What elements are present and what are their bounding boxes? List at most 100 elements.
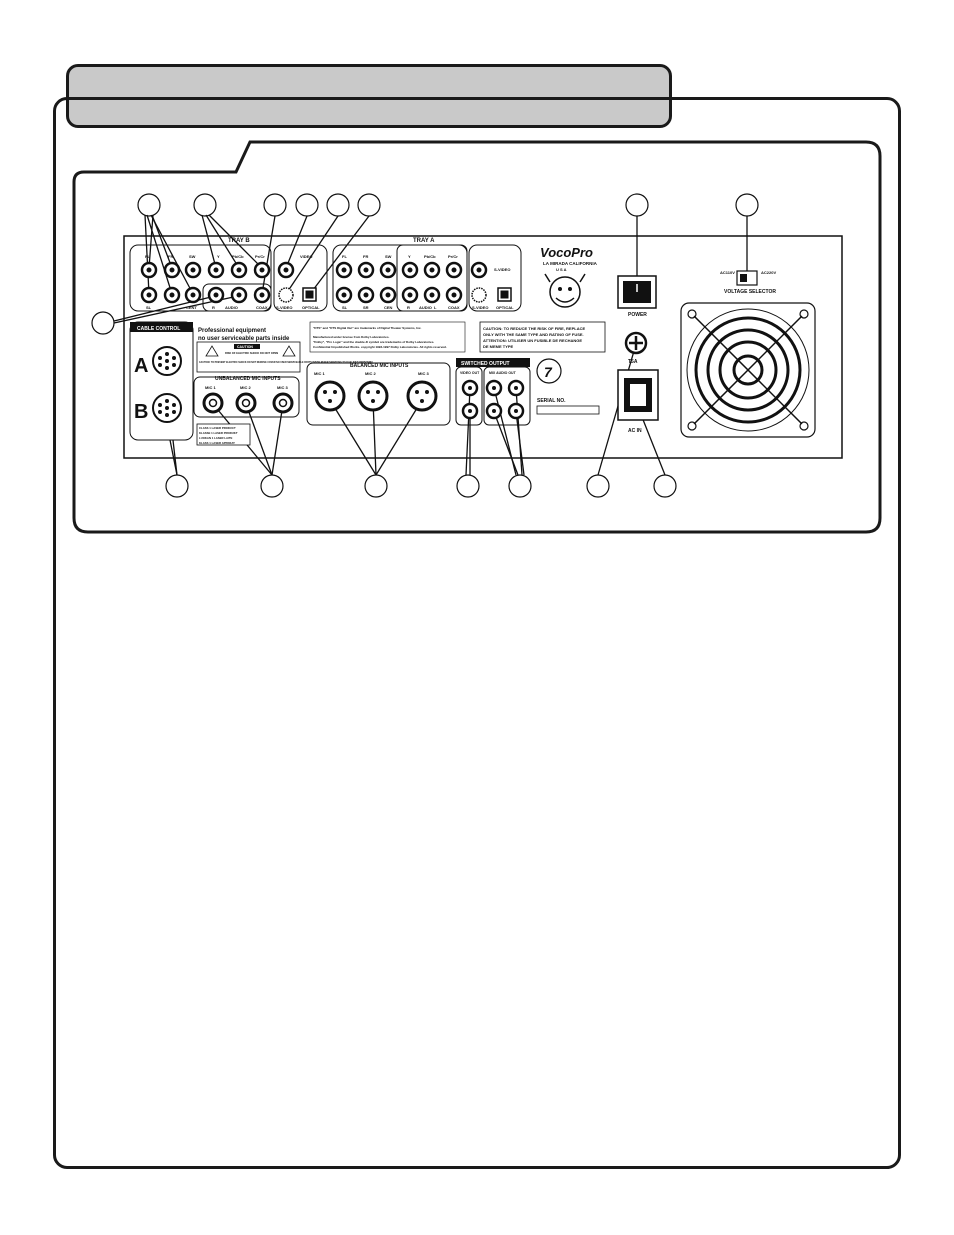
panel-label: SW <box>189 254 196 259</box>
rca-jack <box>230 261 248 279</box>
panel-label: OPTICAL <box>496 305 514 310</box>
fuse-caution-box: CAUTION: TO REDUCE THE RISK OF FIRE, REP… <box>479 321 606 353</box>
panel-label: LUOKAN 1 LASER LAITE <box>199 436 233 440</box>
voltage-selector: AC110V AC220V VOLTAGE SELECTOR <box>720 270 776 295</box>
panel-label: FL <box>145 254 150 259</box>
rca-jack <box>163 261 181 279</box>
panel-label: MIC 1 <box>205 385 216 390</box>
fuse-label: T5A <box>628 359 638 365</box>
callout-circle <box>357 193 381 217</box>
panel-label: S-VIDEO <box>494 267 510 272</box>
panel-label: CEN <box>384 305 393 310</box>
cable-control-block: CABLE CONTROL A B <box>129 321 194 441</box>
panel-label: Confidential Unpublished Works. copyrigh… <box>313 345 447 349</box>
panel-label: SERIAL NO. <box>537 398 566 404</box>
panel-label: SWITCHED OUTPUT <box>461 361 510 367</box>
rca-jack <box>401 286 419 304</box>
quarter-inch-jack <box>202 392 224 414</box>
din-port-b <box>152 393 182 423</box>
quarter-inch-jack <box>235 392 257 414</box>
panel-label: Y <box>408 254 411 259</box>
cable-control-label: CABLE CONTROL <box>137 326 180 332</box>
panel-label: AUDIO <box>225 305 238 310</box>
leader-lines <box>113 214 748 476</box>
callout-circle <box>508 474 532 498</box>
panel-label: CAUTION: TO REDUCE THE RISK OF FIRE, REP… <box>483 326 585 331</box>
panel-label: MIC 2 <box>240 385 251 390</box>
tray-a-label: TRAY A <box>413 238 435 244</box>
switched-output-block: SWITCHED OUTPUT VIDEO OUT MIX AUDIO OUT <box>455 358 531 426</box>
callout-circle <box>735 193 759 217</box>
panel-label: AC220V <box>761 270 776 275</box>
callout-circle <box>295 193 319 217</box>
svideo-optical-ports <box>278 287 512 303</box>
panel-label: no user serviceable parts inside <box>198 336 290 342</box>
xlr-jack <box>357 380 389 412</box>
panel-label: L <box>434 305 437 310</box>
rca-jack <box>485 379 503 397</box>
lightning-warning-icon <box>205 345 219 357</box>
panel-label: BALANCED MIC INPUTS <box>350 363 409 369</box>
panel-label: Y <box>217 254 220 259</box>
panel-label: Pr/Cr <box>255 254 265 259</box>
callout-circle <box>364 474 388 498</box>
rca-jack <box>357 261 375 279</box>
exclamation-warning-icon <box>282 345 296 357</box>
rca-jack <box>423 286 441 304</box>
panel-label: SL <box>342 305 348 310</box>
ac-inlet: AC IN <box>617 369 659 434</box>
panel-label: COAX <box>448 305 460 310</box>
callout-circle <box>625 193 649 217</box>
brand-logo: VocoPro LA MIRADA CALIFORNIA U S A <box>540 245 598 308</box>
panel-label: FR <box>168 254 173 259</box>
rca-jack <box>184 286 202 304</box>
rca-jack <box>445 261 463 279</box>
rca-jack <box>357 286 375 304</box>
rca-jack <box>379 286 397 304</box>
panel-label: SL <box>146 305 152 310</box>
panel-label: SW <box>385 254 392 259</box>
panel-label: "DTS" and "DTS Digital Out" are trademar… <box>313 326 422 330</box>
section-title-tab <box>66 64 672 128</box>
panel-label: LA MIRADA CALIFORNIA <box>543 261 598 266</box>
rca-jack <box>401 261 419 279</box>
panel-label: FR <box>363 254 368 259</box>
panel-label: KLASS 1 LASER APPARAT <box>199 441 235 445</box>
brand-name: VocoPro <box>540 245 593 260</box>
rca-jack <box>184 261 202 279</box>
dolby-dts-notice: "DTS" and "DTS Digital Out" are trademar… <box>309 321 466 353</box>
panel-label: CAUTION: TO PREVENT ELECTRIC SHOCK DO NO… <box>199 361 374 364</box>
xlr-jack <box>406 380 438 412</box>
callout-circle <box>260 474 284 498</box>
rca-jack <box>253 286 271 304</box>
rca-jack <box>461 379 479 397</box>
callout-circle <box>456 474 480 498</box>
panel-label: RISK OF ELECTRIC SHOCK DO NOT OPEN <box>225 351 278 355</box>
panel-label: FL <box>342 254 347 259</box>
din-port-a <box>152 346 182 376</box>
panel-label: Pr/Cr <box>448 254 458 259</box>
rca-jack <box>470 261 488 279</box>
panel-label: UNBALANCED MIC INPUTS <box>215 376 281 382</box>
callout-circle <box>137 193 161 217</box>
callout-circle <box>165 474 189 498</box>
tray-b-label: TRAY B <box>228 238 250 244</box>
rca-jack <box>335 286 353 304</box>
laser-class-label: CLASS 1 LASER PRODUCT KLASSE 1 LASER PRO… <box>196 423 251 446</box>
panel-label: ATTENTION: UTILISER UN FUSIBLE DE RECHAN… <box>483 338 582 343</box>
panel-label: ONLY WITH THE SAME TYPE AND RATING OF FU… <box>483 332 584 337</box>
panel-label: CENT <box>186 305 197 310</box>
panel-label: DE MEME TYPE <box>483 344 514 349</box>
panel-label: S-VIDEO <box>276 305 292 310</box>
tray-a-group: TRAY A FL FR SW Y Pb/Cb Pr/Cr S-VIDEO SL… <box>332 238 522 312</box>
callout-circle <box>91 311 115 335</box>
power-switch: POWER <box>617 275 657 318</box>
callout-circle <box>193 193 217 217</box>
panel-label: Pb/Cb <box>232 254 244 259</box>
rca-jacks <box>140 261 488 304</box>
panel-label: CAUTION <box>237 345 253 349</box>
xlr-jack <box>314 380 346 412</box>
panel-label: VIDEO OUT <box>460 371 480 375</box>
panel-label: Pb/Cb <box>424 254 436 259</box>
